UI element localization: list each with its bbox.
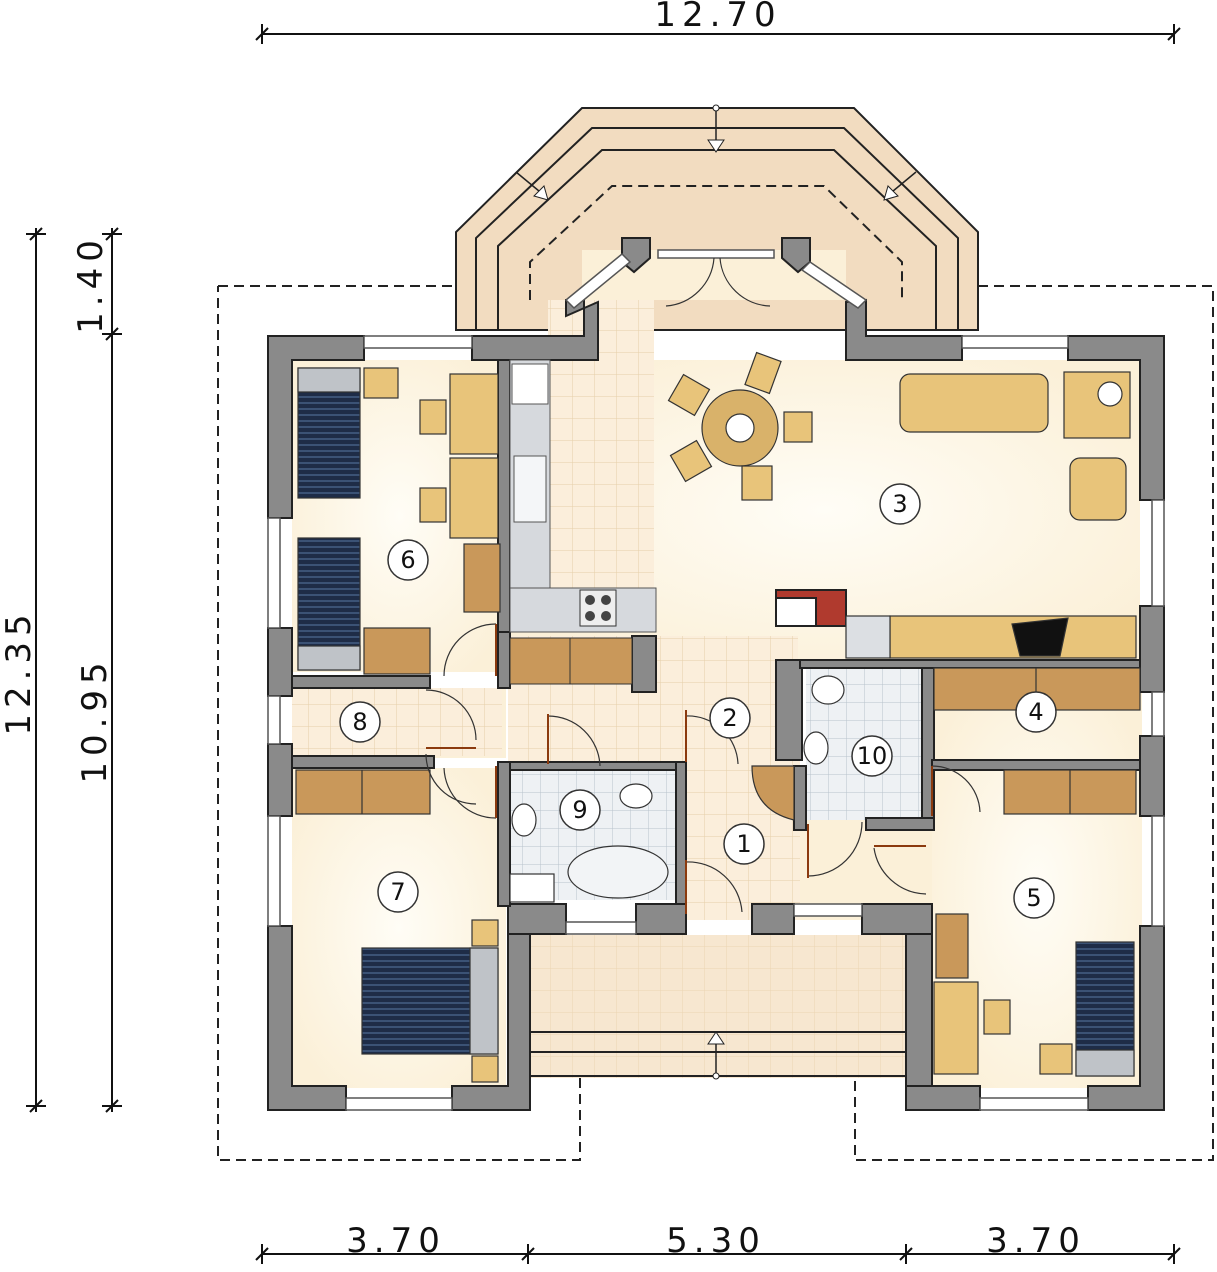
dim-left-top: 1.40 — [71, 234, 111, 334]
wc-10-fixtures — [803, 675, 845, 765]
door-leaves — [426, 624, 933, 914]
room-label-4: 4 — [1015, 691, 1057, 733]
dim-bottom-right: 3.70 — [986, 1221, 1086, 1261]
dim-bottom-left: 3.70 — [346, 1221, 446, 1261]
interior-walls — [291, 359, 1141, 907]
kitchen — [509, 359, 657, 685]
dim-left-total: 12.35 — [0, 608, 39, 735]
svg-text:9: 9 — [572, 796, 587, 824]
dim-left-main: 10.95 — [75, 656, 115, 783]
room-labels: 1 2 3 4 5 6 7 8 9 10 — [339, 483, 1057, 919]
svg-text:3: 3 — [892, 490, 907, 518]
room-label-7: 7 — [377, 871, 419, 913]
room-label-6: 6 — [387, 539, 429, 581]
hall-8-furniture — [295, 769, 431, 815]
svg-text:7: 7 — [390, 878, 405, 906]
terrace-bottom — [530, 935, 908, 1080]
room-label-2: 2 — [709, 697, 751, 739]
exterior-walls — [267, 237, 1165, 1111]
room-label-3: 3 — [879, 483, 921, 525]
dimension-lines — [26, 24, 1181, 1264]
windows — [267, 249, 1165, 1111]
room-label-5: 5 — [1013, 877, 1055, 919]
bedroom-7-furniture — [361, 919, 499, 1083]
dim-top-total: 12.70 — [654, 0, 781, 35]
room-label-8: 8 — [339, 701, 381, 743]
living-furniture — [667, 351, 1137, 659]
bathroom-9-fixtures — [509, 783, 669, 903]
room-label-9: 9 — [559, 789, 601, 831]
room-label-1: 1 — [723, 823, 765, 865]
svg-text:4: 4 — [1028, 698, 1043, 726]
bedroom-5-furniture — [933, 769, 1137, 1077]
svg-text:8: 8 — [352, 708, 367, 736]
svg-text:2: 2 — [722, 704, 737, 732]
room-label-10: 10 — [851, 735, 893, 777]
dim-bottom-mid: 5.30 — [666, 1221, 766, 1261]
svg-text:6: 6 — [400, 546, 415, 574]
bedroom-6-furniture — [297, 367, 501, 675]
roof-outline — [217, 285, 1214, 1161]
svg-text:1: 1 — [736, 830, 751, 858]
svg-text:10: 10 — [857, 742, 888, 770]
svg-text:5: 5 — [1026, 884, 1041, 912]
